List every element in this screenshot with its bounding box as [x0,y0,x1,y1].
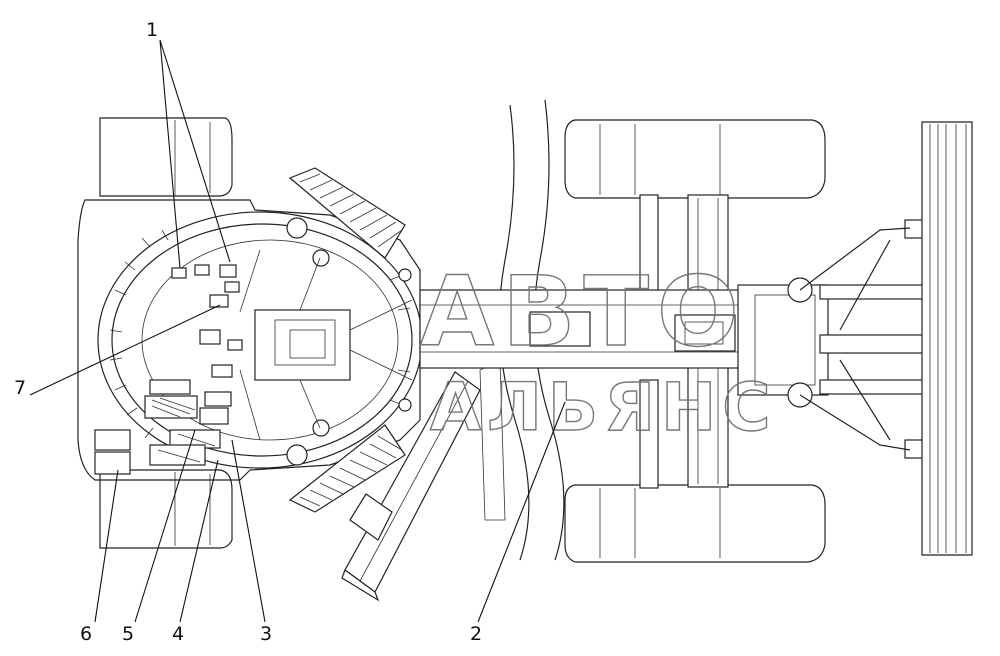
callout-6: 6 [80,623,92,645]
rear-frame-assembly [77,117,423,549]
callout-leaders [29,39,566,623]
callout-4: 4 [172,623,184,645]
watermark-line-2: АЛЬЯНС [430,369,777,446]
callout-5: 5 [122,623,134,645]
dozer-blade [921,121,973,556]
callout-3: 3 [260,623,272,645]
articulation-boom [341,359,506,602]
callout-2: 2 [470,623,482,645]
upper-radiator-grille [288,167,406,259]
callout-7: 7 [14,377,26,399]
callout-1: 1 [146,19,158,41]
watermark-line-1: АВТО [420,256,747,368]
lower-radiator-grille [288,424,406,513]
watermark: АВТО АЛЬЯНС [419,255,777,446]
